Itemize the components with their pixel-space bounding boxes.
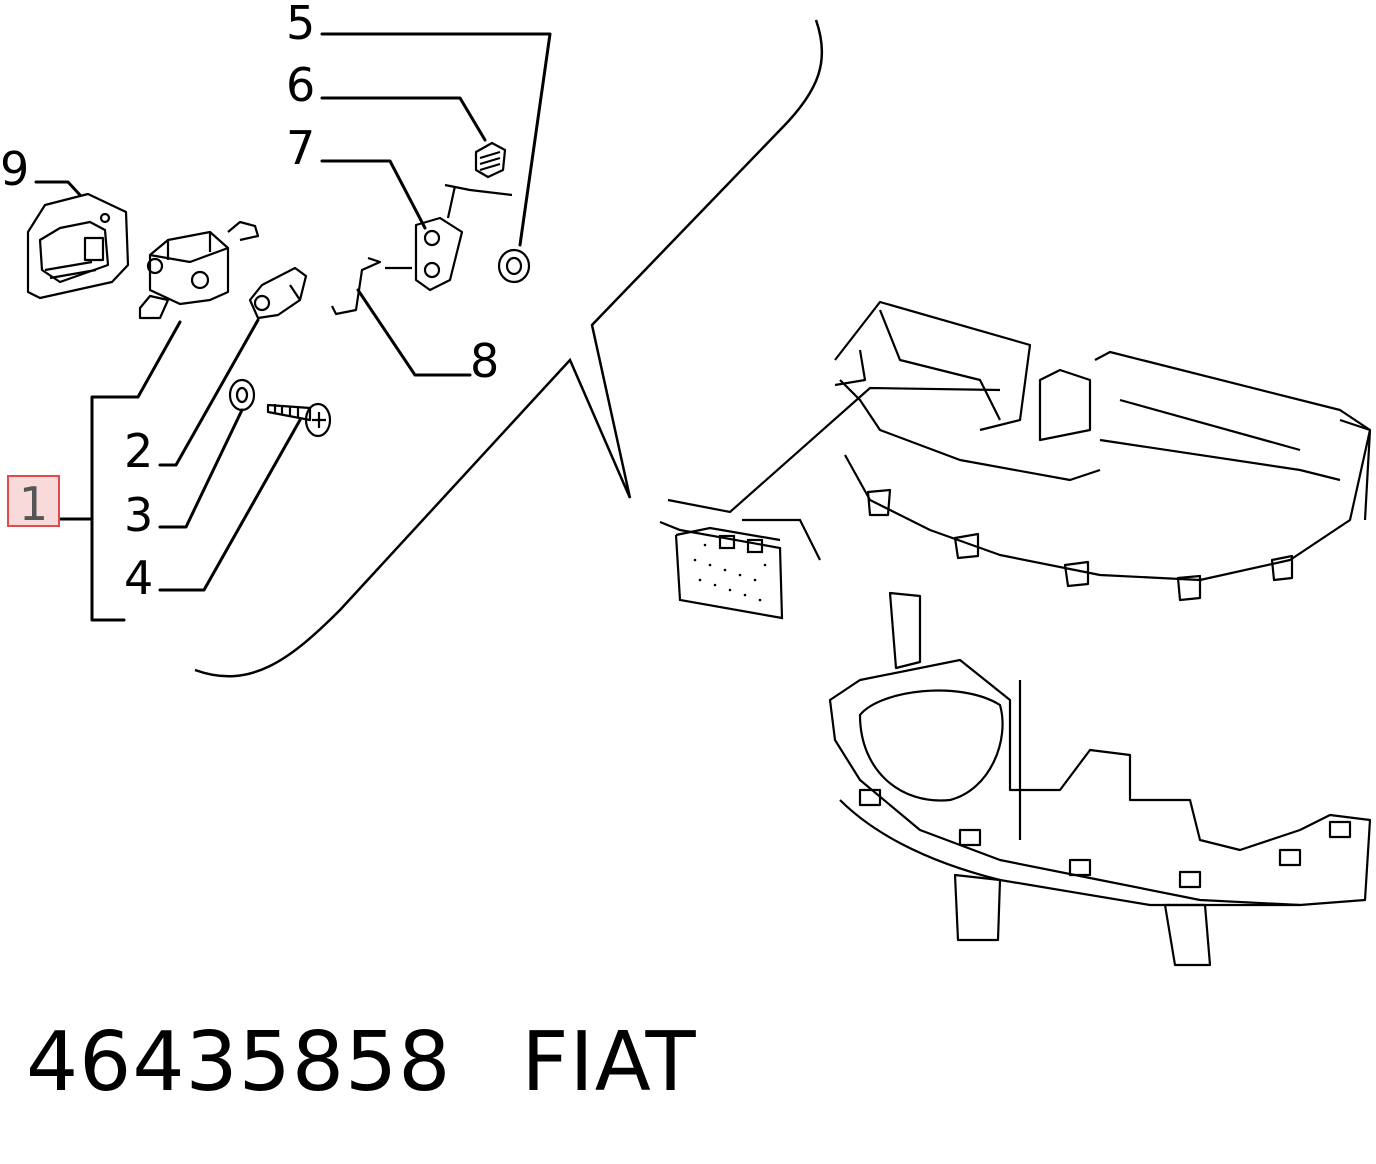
- leader-line-7: [320, 159, 427, 230]
- part-2-clip: [248, 266, 308, 320]
- lower-housing: [828, 591, 1372, 967]
- callout-2-label: 2: [124, 424, 154, 478]
- leader-line-4: [158, 418, 302, 592]
- part-3-washer: [228, 378, 256, 412]
- part-8-wire-spring: [331, 256, 412, 316]
- part-actuator-housing: [138, 220, 260, 320]
- callout-3-label: 3: [124, 488, 154, 542]
- part-5-ring: [497, 248, 531, 284]
- leader-line-6: [320, 96, 487, 142]
- part-9-bracket-plate: [26, 192, 130, 300]
- leader-line-3: [158, 408, 244, 529]
- leader-line-2: [158, 318, 260, 467]
- callout-1-highlight-box[interactable]: 1: [7, 475, 60, 527]
- callout-4-label: 4: [124, 551, 154, 605]
- callout-5-label: 5: [286, 0, 316, 50]
- upper-housing-tabs: [866, 488, 1294, 602]
- foam-pad: [659, 386, 1001, 620]
- callout-9-label: 9: [0, 142, 30, 196]
- callout-8-label: 8: [470, 334, 500, 388]
- upper-housing: [834, 300, 1372, 602]
- part-7-lever: [414, 183, 513, 292]
- leader-line-8: [356, 288, 472, 377]
- callout-7-label: 7: [286, 121, 316, 175]
- callout-6-label: 6: [286, 58, 316, 112]
- brand-name: FIAT: [521, 1015, 697, 1110]
- leader-line-5: [320, 32, 552, 247]
- lower-housing-tabs: [858, 788, 1352, 889]
- detail-balloon: [194, 19, 824, 678]
- callout-1-label: 1: [18, 477, 49, 531]
- part-6-nut: [474, 141, 507, 179]
- bracket-1: [56, 320, 182, 622]
- part-4-screw: [266, 402, 332, 438]
- part-number: 46435858: [26, 1015, 452, 1110]
- leader-line-9: [34, 180, 82, 197]
